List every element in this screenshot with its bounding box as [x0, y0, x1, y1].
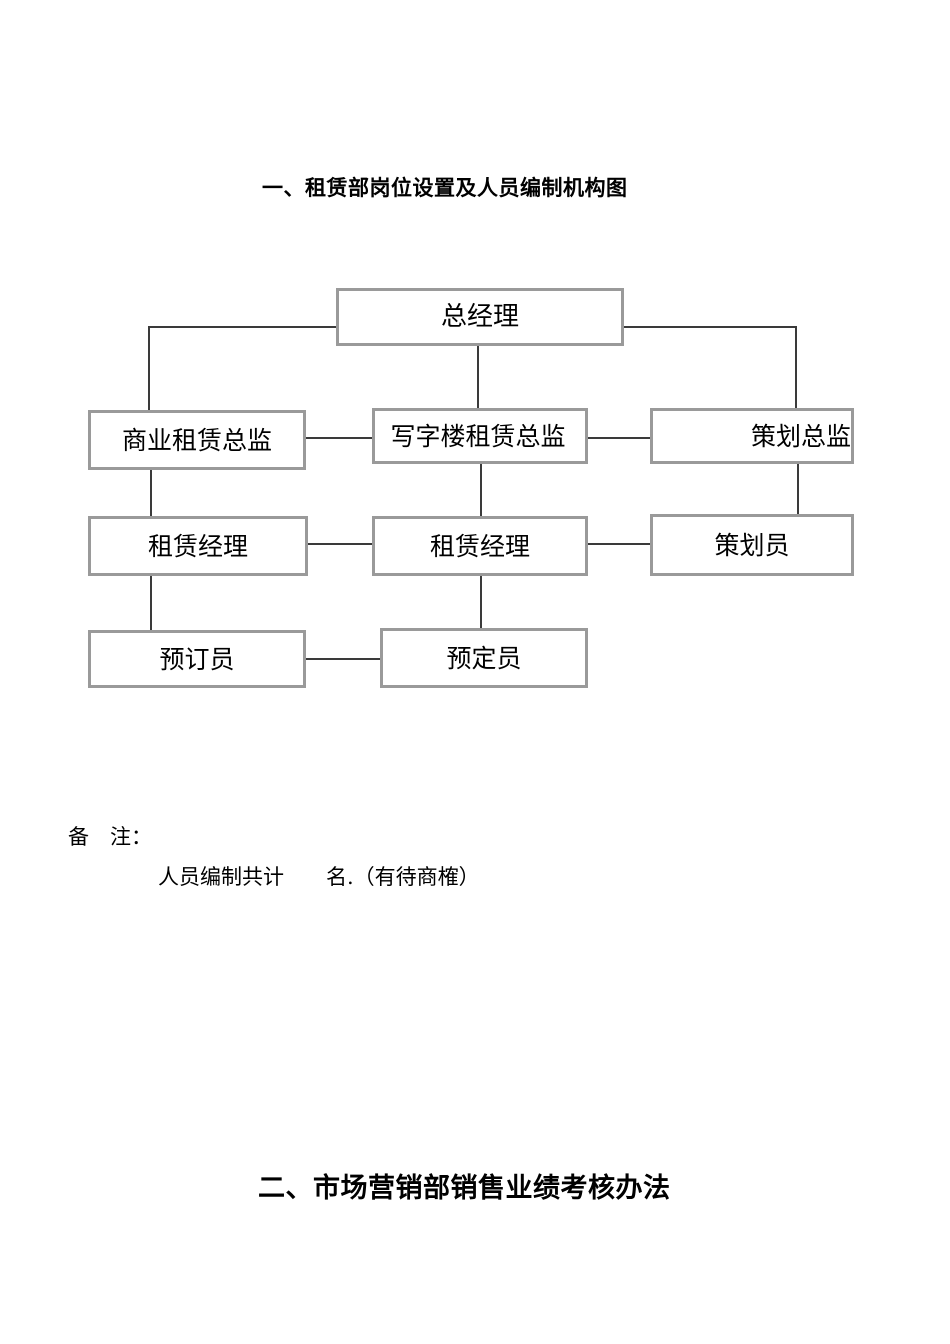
connector-gm-to-office-vertical — [477, 346, 479, 410]
org-node-booking-clerk-mid[interactable]: 预定员 — [380, 628, 588, 688]
org-chart: 总经理 商业租赁总监 写字楼租赁总监 策划总监 租赁经理 租赁经理 策划员 预订… — [88, 288, 854, 688]
connector-gm-to-retail-horizontal — [148, 326, 338, 328]
connector-booking-left-to-mid — [306, 658, 382, 660]
section-one-heading: 一、租赁部岗位设置及人员编制机构图 — [262, 175, 628, 200]
org-node-label: 预定员 — [446, 643, 522, 673]
section-two-heading: 二、市场营销部销售业绩考核办法 — [258, 1173, 671, 1204]
org-node-booking-clerk-left[interactable]: 预订员 — [88, 630, 306, 688]
connector-office-director-to-manager — [480, 464, 482, 518]
connector-gm-to-planning-vertical — [795, 326, 797, 410]
org-node-director-office-leasing[interactable]: 写字楼租赁总监 — [372, 408, 588, 464]
connector-retail-director-to-manager — [150, 470, 152, 518]
org-node-label: 策划员 — [714, 530, 790, 560]
connector-office-to-planning-director — [588, 437, 652, 439]
org-node-label: 租赁经理 — [429, 531, 530, 561]
connector-manager-left-to-booking — [150, 576, 152, 632]
org-node-label: 策划总监 — [750, 421, 851, 451]
connector-manager-mid-to-booking — [480, 576, 482, 630]
connector-retail-to-office-director — [306, 437, 374, 439]
org-node-label: 写字楼租赁总监 — [390, 421, 566, 451]
org-node-label: 预订员 — [159, 644, 235, 674]
org-node-label: 租赁经理 — [147, 531, 248, 561]
org-node-label: 总经理 — [440, 302, 519, 332]
connector-gm-to-retail-vertical — [148, 326, 150, 412]
notes-label: 备 注： — [68, 825, 152, 849]
org-node-manager-leasing-mid[interactable]: 租赁经理 — [372, 516, 588, 576]
org-node-planner[interactable]: 策划员 — [650, 514, 854, 576]
org-node-director-retail-leasing[interactable]: 商业租赁总监 — [88, 410, 306, 470]
connector-manager-left-to-mid — [308, 543, 374, 545]
notes-section: 备 注： 人员编制共计 名.（有待商榷） — [68, 818, 888, 898]
org-node-director-planning[interactable]: 策划总监 — [650, 408, 854, 464]
org-node-general-manager[interactable]: 总经理 — [336, 288, 624, 346]
org-node-label: 商业租赁总监 — [121, 425, 272, 455]
notes-body: 人员编制共计 名.（有待商榷） — [158, 864, 480, 889]
connector-gm-to-planning-horizontal — [622, 326, 797, 328]
org-node-manager-leasing-left[interactable]: 租赁经理 — [88, 516, 308, 576]
connector-planning-director-to-planner — [797, 464, 799, 516]
connector-manager-mid-to-planner — [588, 543, 652, 545]
